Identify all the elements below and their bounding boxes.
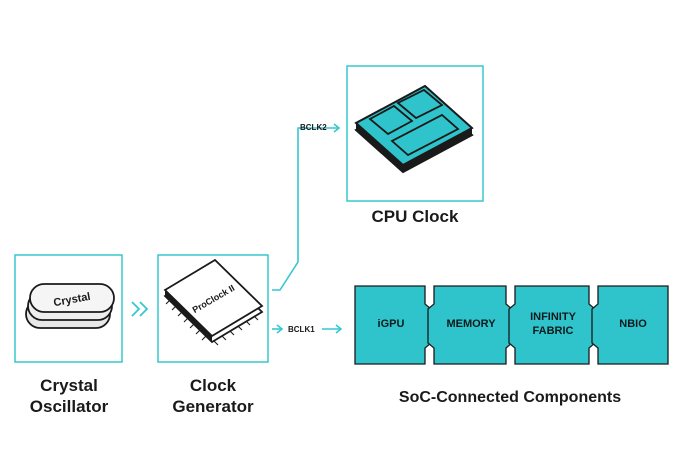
chip-icon: ProClock II	[163, 258, 264, 346]
crystal-oscillator-label: Crystal Oscillator	[10, 375, 128, 418]
bclk-connectors	[272, 123, 343, 334]
soc-component-igpu: iGPU	[355, 285, 427, 363]
soc-component-igpu-text: iGPU	[377, 317, 405, 330]
clock-generator-label-line1: Clock	[189, 376, 237, 395]
cpu-clock-box	[346, 65, 484, 202]
soc-label: SoC-Connected Components	[398, 389, 622, 406]
crystal-oscillator-box	[14, 254, 123, 363]
clock-generator-box	[157, 254, 269, 363]
clock-generator-label: Clock Generator	[152, 375, 274, 418]
signal-label-lower: BCLK1	[288, 325, 315, 334]
soc-segment-nbio	[591, 285, 669, 365]
soc-segment-memory	[427, 285, 513, 365]
soc-component-memory-text: MEMORY	[446, 317, 496, 330]
soc-component-infinity-fabric-line2: FABRIC	[532, 325, 574, 337]
soc-component-nbio-text: NBIO	[619, 317, 647, 330]
cpu-clock-label: CPU Clock	[371, 207, 459, 226]
crystal-oscillator-label-line1: Crystal	[40, 376, 98, 395]
crystal-icon: Crystal	[25, 283, 115, 329]
chevron-right-icon	[131, 301, 149, 317]
soc-component-infinity-fabric: INFINITY FABRIC	[515, 285, 591, 363]
clock-generator-label-line2: Generator	[172, 397, 254, 417]
soc-component-memory: MEMORY	[434, 285, 508, 363]
soc-segment-infinity-fabric	[508, 285, 596, 365]
crystal-oscillator-label-line2: Oscillator	[29, 397, 109, 417]
soc-component-nbio: NBIO	[598, 285, 668, 363]
signal-label-upper: BCLK2	[300, 123, 327, 132]
soc-components	[354, 285, 669, 365]
soc-component-infinity-fabric-line1: INFINITY	[530, 310, 576, 323]
cpu-icon	[354, 84, 474, 174]
